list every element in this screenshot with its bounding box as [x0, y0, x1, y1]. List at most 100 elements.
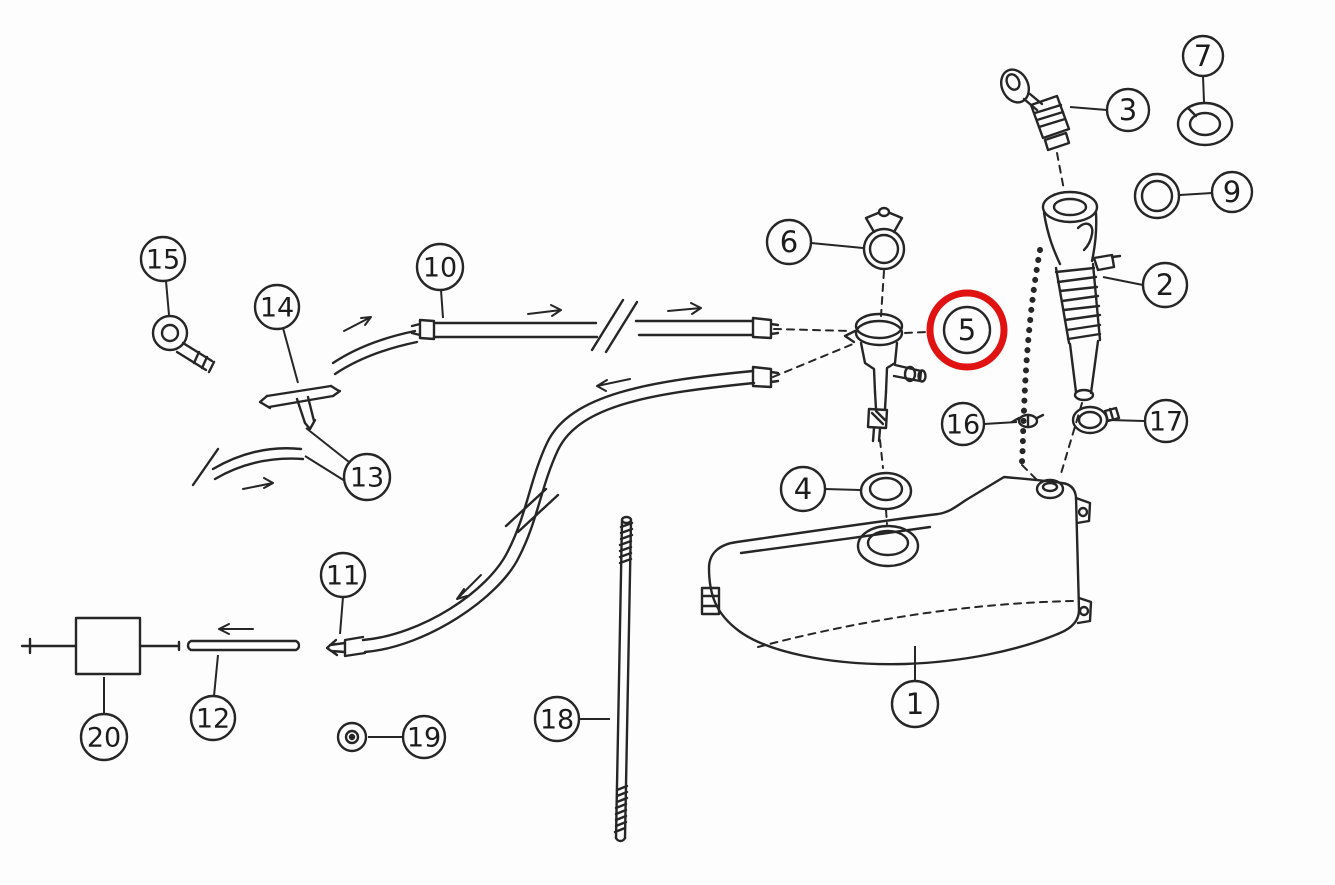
- flow-arrow: [667, 302, 702, 315]
- callout-circle-13: [342, 452, 392, 502]
- flow-arrow: [527, 304, 562, 317]
- callout-number-5: 5: [958, 313, 976, 347]
- callout-circle-19: [401, 714, 447, 760]
- part-2-filler-neck-drawing: [1019, 190, 1122, 482]
- part-14-tee-drawing: [258, 384, 342, 431]
- callout-2[interactable]: 2: [1141, 261, 1189, 309]
- callout-number-18: 18: [540, 704, 574, 735]
- callout-circle-10: [415, 242, 465, 292]
- callout-13[interactable]: 13: [342, 452, 392, 502]
- callout-number-1: 1: [906, 687, 924, 721]
- leader-line-17: [1108, 419, 1146, 422]
- part-13-hoses-drawing: [191, 316, 419, 490]
- callout-17[interactable]: 17: [1143, 398, 1189, 444]
- callout-number-16: 16: [946, 409, 980, 440]
- leader-line-6: [810, 242, 864, 249]
- callout-20[interactable]: 20: [79, 712, 129, 762]
- callout-circle-2: [1141, 261, 1189, 309]
- callout-number-10: 10: [423, 252, 457, 283]
- flow-arrow: [456, 574, 482, 600]
- callout-15[interactable]: 15: [139, 235, 187, 283]
- callout-number-14: 14: [260, 292, 294, 323]
- leader-line-13: [305, 427, 350, 463]
- callout-number-9: 9: [1223, 175, 1241, 209]
- callout-circle-9: [1210, 170, 1254, 214]
- part-5-pump-drawing: [772, 312, 928, 469]
- callout-3[interactable]: 3: [1105, 87, 1151, 133]
- flow-arrow: [218, 623, 254, 635]
- callout-7[interactable]: 7: [1181, 34, 1225, 78]
- callout-number-19: 19: [407, 722, 441, 753]
- part-1-reservoir-drawing: [700, 475, 1093, 666]
- part-11-hose-elbow-drawing: [325, 365, 780, 658]
- leader-line-7: [1202, 75, 1205, 103]
- callout-number-7: 7: [1194, 39, 1212, 73]
- part-19-grommet-drawing: [336, 721, 368, 753]
- part-3-cap-key-drawing: [1000, 68, 1071, 191]
- callout-number-13: 13: [350, 462, 384, 493]
- vent-hose-beaded: [1019, 247, 1043, 465]
- callout-circle-7: [1181, 34, 1225, 78]
- leader-line-11: [339, 596, 344, 635]
- callout-16[interactable]: 16: [940, 401, 986, 447]
- callout-4[interactable]: 4: [779, 465, 827, 513]
- callout-number-3: 3: [1119, 93, 1137, 127]
- leader-lines: [103, 75, 1213, 738]
- callout-10[interactable]: 10: [415, 242, 465, 292]
- callout-circle-4: [779, 465, 827, 513]
- leader-line-3: [1069, 106, 1108, 111]
- part-7-washer-drawing: [1176, 101, 1234, 147]
- filler-boss: [856, 524, 920, 568]
- leader-line-2: [1102, 276, 1144, 286]
- callout-12[interactable]: 12: [189, 694, 237, 742]
- callout-14[interactable]: 14: [253, 283, 301, 331]
- leader-line-9: [1179, 192, 1213, 196]
- callout-6[interactable]: 6: [765, 218, 813, 266]
- callout-circle-17: [1143, 398, 1189, 444]
- part-16-clip-drawing: [1010, 413, 1045, 429]
- highlight-ring: [926, 289, 1008, 371]
- callout-circle-14: [253, 283, 301, 331]
- callout-circle-12: [189, 694, 237, 742]
- part-4-grommet-drawing: [859, 471, 913, 525]
- callout-1[interactable]: 1: [890, 679, 940, 729]
- callout-number-17: 17: [1149, 406, 1183, 437]
- part-17-clamp-drawing: [1071, 405, 1121, 435]
- callout-circle-1: [890, 679, 940, 729]
- flow-arrow: [596, 378, 631, 392]
- callout-11[interactable]: 11: [319, 551, 367, 599]
- callout-number-2: 2: [1156, 268, 1174, 302]
- part-18-rod-drawing: [613, 515, 634, 843]
- leader-line-14: [282, 327, 299, 384]
- callout-number-12: 12: [196, 703, 230, 734]
- part-15-eyelet-drawing: [151, 314, 216, 374]
- leader-line-16: [983, 421, 1018, 425]
- callout-number-15: 15: [146, 244, 180, 275]
- callout-5[interactable]: 5: [926, 289, 1008, 371]
- leader-line-13: [304, 455, 346, 482]
- callout-number-20: 20: [87, 722, 121, 753]
- callout-circle-18: [533, 695, 581, 743]
- flow-arrow: [242, 477, 274, 490]
- callout-circle-15: [139, 235, 187, 283]
- leader-line-4: [824, 488, 861, 491]
- leader-line-15: [165, 280, 170, 316]
- callout-circle-16: [940, 401, 986, 447]
- callout-circle-11: [319, 551, 367, 599]
- callout-number-11: 11: [326, 560, 360, 591]
- part-9-ring-drawing: [1133, 172, 1181, 220]
- flow-arrow: [343, 316, 372, 332]
- callout-circle-3: [1105, 87, 1151, 133]
- callout-number-4: 4: [794, 472, 812, 506]
- reservoir-outline: [707, 475, 1081, 666]
- callout-circle-5: [942, 305, 992, 355]
- callout-19[interactable]: 19: [401, 714, 447, 760]
- leader-line-10: [440, 289, 444, 319]
- part-12-tube-drawing: [186, 623, 301, 652]
- callout-18[interactable]: 18: [533, 695, 581, 743]
- callout-9[interactable]: 9: [1210, 170, 1254, 214]
- part-20-filter-drawing: [20, 616, 181, 676]
